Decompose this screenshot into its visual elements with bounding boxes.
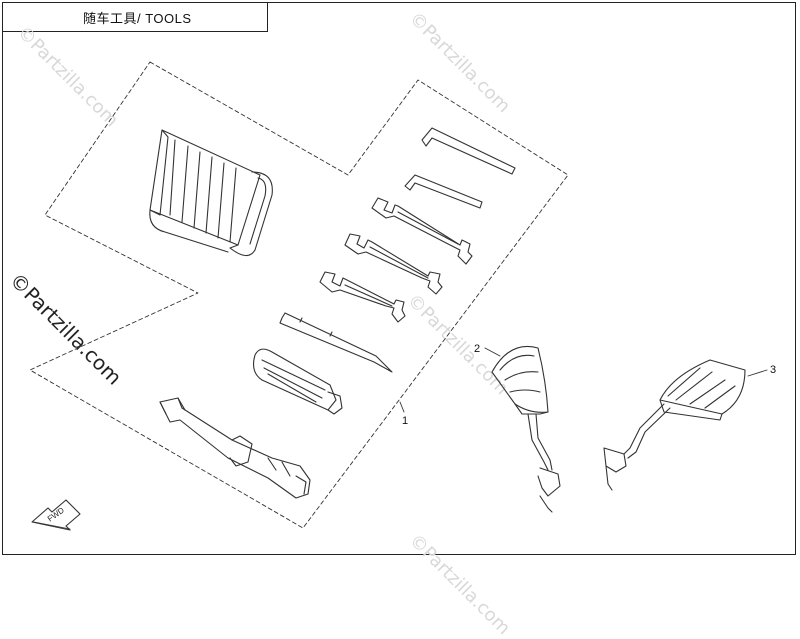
callout-leader-2 [484, 347, 501, 357]
diagram-frame [2, 2, 796, 555]
wrench-3 [319, 271, 406, 323]
callout-leader-1 [399, 401, 405, 413]
callout-1: 1 [402, 415, 408, 427]
diagram-title: 随车工具/ TOOLS [2, 2, 268, 32]
screwdriver-bit [279, 312, 393, 373]
fwd-arrow [31, 499, 81, 531]
spark-plug-wrench [159, 397, 311, 499]
right-mirror [603, 359, 746, 491]
parts-diagram: 1 2 3 FWD [29, 61, 776, 531]
hex-key-small [404, 174, 483, 209]
callout-3: 3 [770, 364, 776, 376]
title-text: 随车工具/ TOOLS [83, 10, 192, 26]
hex-key-large [421, 127, 516, 175]
left-mirror [491, 345, 561, 513]
wrench-1 [371, 197, 473, 265]
callout-2: 2 [474, 343, 480, 355]
tool-kit-outline [29, 61, 569, 529]
wrench-2 [344, 233, 443, 295]
tool-roll-pouch [149, 129, 273, 257]
callout-leader-3 [747, 369, 768, 377]
screwdriver-handle [253, 348, 343, 415]
